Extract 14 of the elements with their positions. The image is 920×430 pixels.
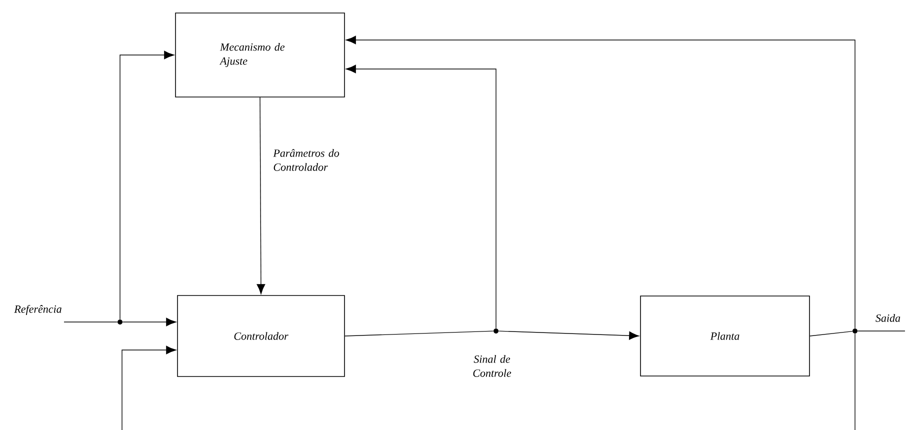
block-box: Planta (640, 296, 810, 376)
arrow (498, 330, 640, 340)
arrow (256, 97, 266, 294)
edge-label: Referência (14, 304, 62, 316)
block-box: Mecanismo de Ajuste (175, 12, 345, 98)
block-box: Controlador (177, 295, 345, 377)
arrow (122, 346, 176, 430)
edge-label: Sinal de Controle (473, 355, 512, 377)
arrow (346, 64, 496, 329)
arrow (122, 318, 176, 326)
arrow (120, 50, 174, 320)
edge-label: Parâmetros do Controlador (273, 149, 340, 171)
arrow (346, 36, 856, 329)
edge-label: Saida (876, 314, 900, 322)
